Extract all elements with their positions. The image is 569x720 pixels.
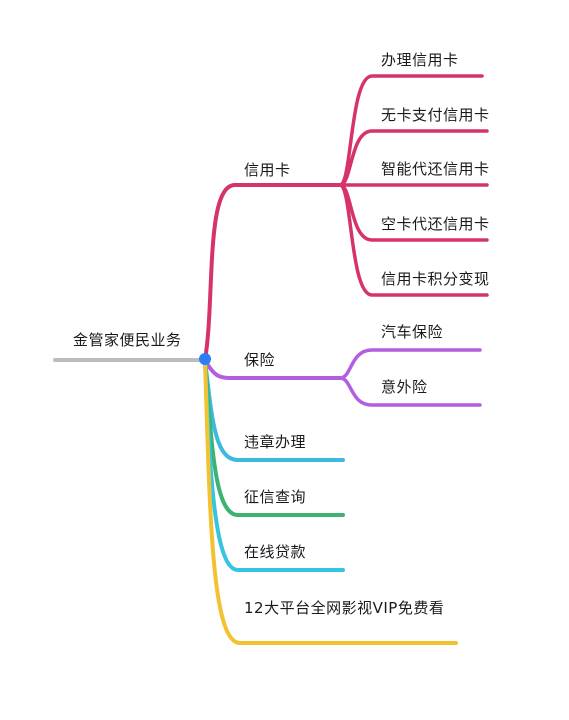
- root-junction-dot: [199, 353, 211, 365]
- branch-line-insurance: [203, 358, 342, 380]
- root-node[interactable]: 金管家便民业务: [73, 331, 182, 349]
- leaf-smart-repayment[interactable]: 智能代还信用卡: [381, 160, 490, 178]
- branch-online-loan[interactable]: 在线贷款: [244, 543, 307, 561]
- branch-insurance[interactable]: 保险: [244, 351, 276, 369]
- leaf-points-cashout[interactable]: 信用卡积分变现: [381, 270, 490, 288]
- leaf-car-insurance[interactable]: 汽车保险: [381, 323, 444, 341]
- branch-line-online-loan: [203, 358, 345, 572]
- branch-line-credit-card: [203, 183, 342, 362]
- branch-violation[interactable]: 违章办理: [244, 433, 307, 451]
- branch-line-vip: [203, 358, 458, 645]
- leaf-accident-insurance[interactable]: 意外险: [381, 378, 428, 396]
- leaf-line-credit-5: [338, 183, 489, 297]
- branch-credit-check[interactable]: 征信查询: [244, 488, 307, 506]
- leaf-empty-card-repayment[interactable]: 空卡代还信用卡: [381, 215, 490, 233]
- branch-vip-video[interactable]: 12大平台全网影视VIP免费看: [244, 599, 445, 617]
- leaf-line-insurance-1: [338, 348, 482, 380]
- leaf-line-insurance-2: [338, 376, 482, 407]
- branch-credit-card[interactable]: 信用卡: [244, 161, 291, 179]
- leaf-line-credit-2: [338, 129, 489, 187]
- leaf-cardless-payment[interactable]: 无卡支付信用卡: [381, 106, 490, 124]
- leaf-credit-card-apply[interactable]: 办理信用卡: [381, 51, 459, 69]
